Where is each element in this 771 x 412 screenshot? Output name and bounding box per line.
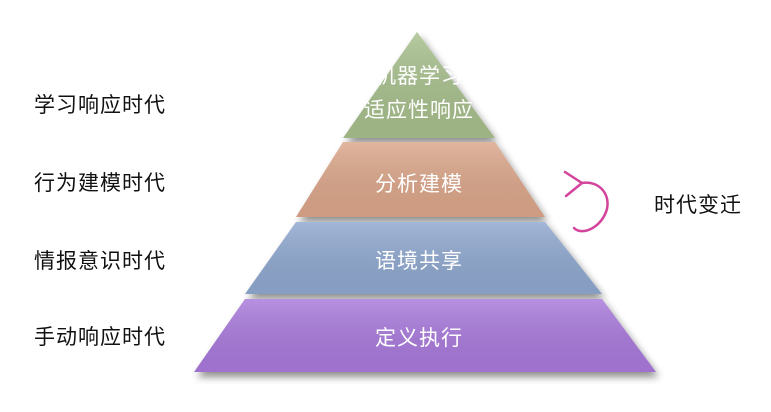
era-transition-label: 时代变迁	[654, 193, 742, 217]
tier-label-analytic-modeling: 分析建模	[375, 172, 463, 196]
tier-shading	[343, 32, 495, 138]
era-label-behavior-modeling: 行为建模时代	[34, 171, 166, 195]
era-label-intelligence-awareness: 情报意识时代	[34, 249, 166, 273]
tier-shading	[245, 222, 602, 294]
tier-label-defined-execution: 定义执行	[375, 326, 463, 350]
counterclockwise-arrow-icon	[563, 170, 609, 233]
tier-label-adaptive-response: 适应性响应	[364, 98, 474, 122]
tier-label-machine-learning: 机器学习	[375, 64, 463, 88]
tier-shading	[296, 142, 545, 217]
tier-shading	[194, 299, 656, 372]
era-label-learning-response: 学习响应时代	[34, 93, 166, 117]
era-label-manual-response: 手动响应时代	[34, 325, 166, 349]
tier-label-context-sharing: 语境共享	[375, 249, 463, 273]
